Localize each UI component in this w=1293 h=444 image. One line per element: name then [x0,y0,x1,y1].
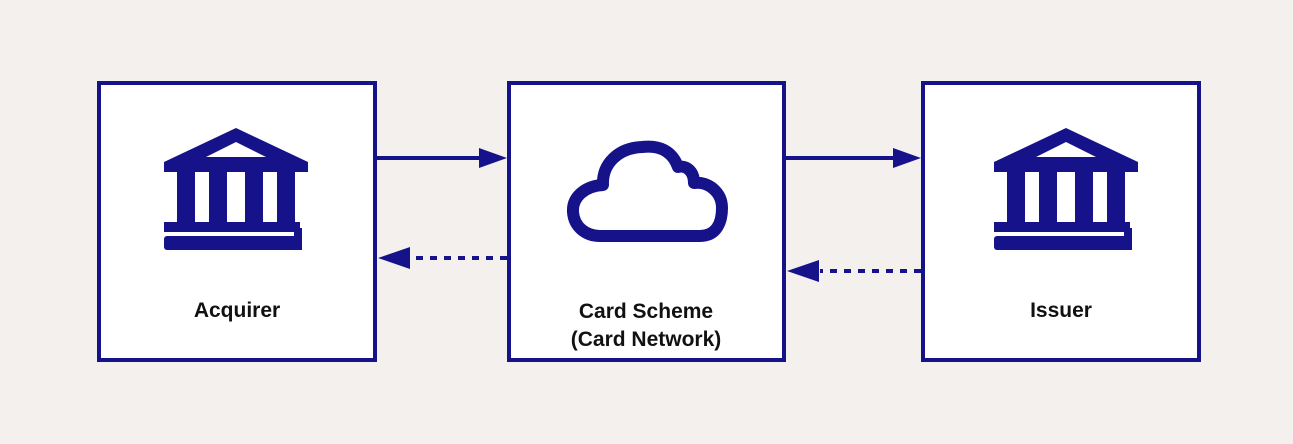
card-scheme-box [507,81,786,362]
issuer-label: Issuer [1030,299,1092,322]
issuer-box [921,81,1201,362]
card-scheme-label-line1: Card Scheme [579,300,713,323]
card-scheme-node: Card Scheme (Card Network) [507,81,786,362]
issuer-node: Issuer [921,81,1201,362]
edge-acquirer-to-card-scheme [377,148,507,168]
cloud-icon [567,140,728,242]
edge-issuer-to-card-scheme [787,260,921,282]
acquirer-node: Acquirer [97,81,377,362]
card-scheme-label-line2: (Card Network) [571,328,722,351]
bank-icon [994,128,1138,250]
edge-card-scheme-to-issuer [786,148,921,168]
edge-card-scheme-to-acquirer [378,247,507,269]
bank-icon [164,128,308,250]
acquirer-label: Acquirer [194,299,280,322]
